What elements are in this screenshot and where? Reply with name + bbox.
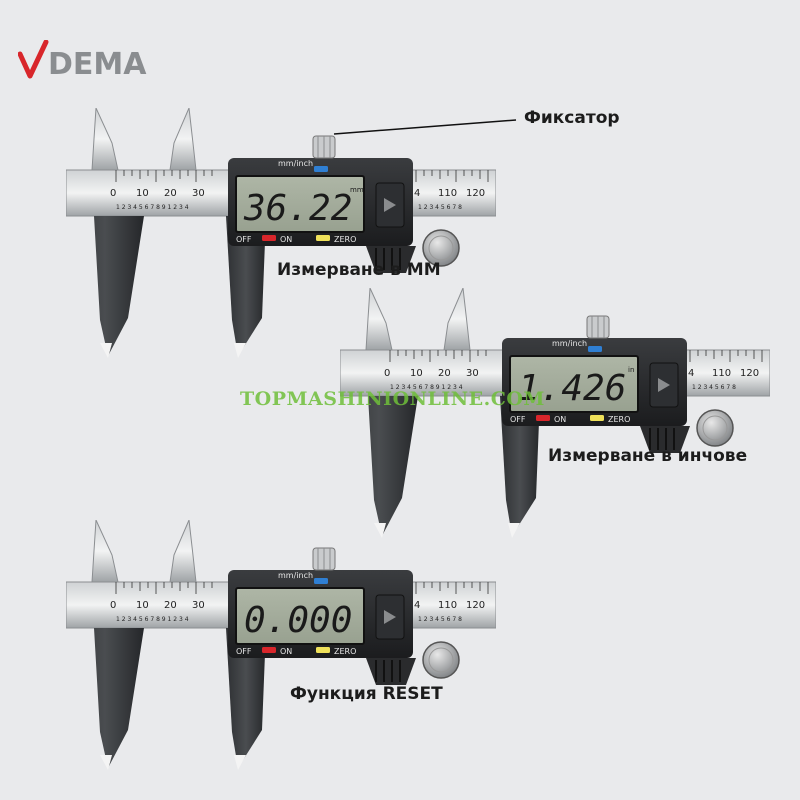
scale-small-digits: 1 2 3 4 5 6 7 8 9 1 2 3 4	[390, 384, 463, 391]
scale-tick-0: 0	[110, 188, 116, 199]
logo-text: DEMA	[48, 47, 147, 80]
lcd-reading: 36.22	[243, 188, 352, 229]
scale-tick-120: 120	[466, 600, 485, 611]
on-label: ON	[280, 235, 292, 244]
scale-tick-30: 30	[192, 188, 205, 199]
lcd-unit: mm	[350, 186, 364, 194]
scale-tick-110: 110	[712, 368, 731, 379]
caliper-mm: 0 10 20 30 1 2 3 4 5 6 7 8 9 1 2 3 4 4 1…	[66, 108, 496, 373]
zero-label: ZERO	[608, 415, 630, 424]
scale-tick-30: 30	[192, 600, 205, 611]
mode-label: mm/inch	[278, 159, 313, 168]
off-label: OFF	[236, 235, 252, 244]
scale-tick-10: 10	[136, 188, 149, 199]
scale-tick-4: 4	[688, 368, 694, 379]
mm-annotation: Измерване в ММ	[277, 260, 441, 280]
on-label: ON	[554, 415, 566, 424]
scale-small-digits-right: 1 2 3 4 5 6 7 8	[692, 384, 736, 391]
on-label: ON	[280, 647, 292, 656]
scale-tick-10: 10	[410, 368, 423, 379]
scale-tick-0: 0	[384, 368, 390, 379]
reset-annotation: Функция RESET	[290, 684, 443, 704]
lcd-reading: 1.426	[518, 368, 626, 409]
scale-small-digits-right: 1 2 3 4 5 6 7 8	[418, 204, 462, 211]
scale-tick-20: 20	[164, 188, 177, 199]
zero-label: ZERO	[334, 235, 356, 244]
scale-tick-30: 30	[466, 368, 479, 379]
zero-label: ZERO	[334, 647, 356, 656]
scale-small-digits: 1 2 3 4 5 6 7 8 9 1 2 3 4	[116, 616, 189, 623]
off-label: OFF	[510, 415, 526, 424]
scale-tick-0: 0	[110, 600, 116, 611]
lcd-unit: in	[628, 366, 634, 374]
watermark-text: TOPMASHINIONLINE.COM	[240, 388, 545, 410]
scale-tick-20: 20	[164, 600, 177, 611]
scale-tick-4: 4	[414, 600, 420, 611]
scale-tick-20: 20	[438, 368, 451, 379]
scale-tick-110: 110	[438, 600, 457, 611]
lcd-reading: 0.000	[244, 600, 352, 641]
caliper-reset: 0 10 20 30 1 2 3 4 5 6 7 8 9 1 2 3 4 4 1…	[66, 520, 496, 785]
scale-small-digits-right: 1 2 3 4 5 6 7 8	[418, 616, 462, 623]
mode-label: mm/inch	[278, 571, 313, 580]
scale-tick-120: 120	[740, 368, 759, 379]
caliper-inch: 0 10 20 30 1 2 3 4 5 6 7 8 9 1 2 3 4 4 1…	[340, 288, 770, 553]
dema-logo: DEMA	[18, 40, 147, 80]
scale-tick-10: 10	[136, 600, 149, 611]
inch-annotation: Измерване в инчове	[548, 446, 748, 466]
scale-tick-110: 110	[438, 188, 457, 199]
mode-label: mm/inch	[552, 339, 587, 348]
scale-tick-120: 120	[466, 188, 485, 199]
scale-small-digits: 1 2 3 4 5 6 7 8 9 1 2 3 4	[116, 204, 189, 211]
scale-tick-4: 4	[414, 188, 420, 199]
lock-annotation: Фиксатор	[524, 108, 620, 128]
off-label: OFF	[236, 647, 252, 656]
